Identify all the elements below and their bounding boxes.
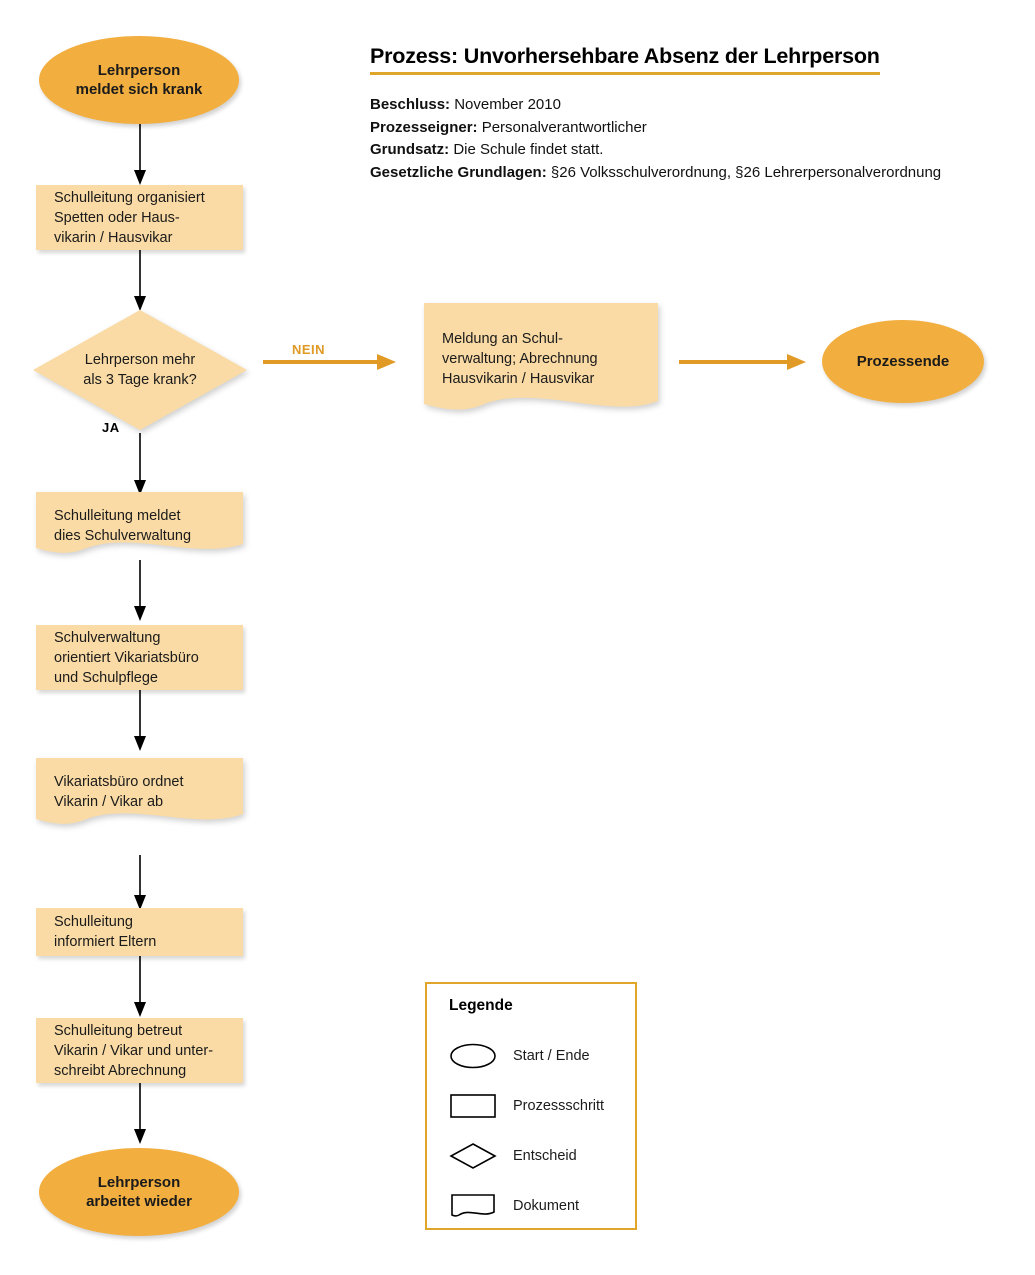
connector-meldung-to-prozessende xyxy=(679,352,807,372)
connector-vikariat-to-eltern xyxy=(131,855,149,911)
edge-label-nein: NEIN xyxy=(292,342,326,357)
process-header: Prozess: Unvorhersehbare Absenz der Lehr… xyxy=(370,44,1020,184)
connector-eltern-to-betreut xyxy=(131,956,149,1018)
meta-key: Gesetzliche Grundlagen: xyxy=(370,163,547,181)
legend-title: Legende xyxy=(449,997,513,1014)
diamond-shape xyxy=(33,310,247,430)
node-label: Meldung an Schul- verwaltung; Abrechnung… xyxy=(442,331,598,387)
node-label: Lehrperson mehr als 3 Tage krank? xyxy=(83,352,197,388)
meta-row-prozesseigner: Prozesseigner: Personalverantwortlicher xyxy=(370,117,1020,140)
meta-key: Prozesseigner: xyxy=(370,118,478,136)
document-shape xyxy=(36,758,243,824)
node-schulleitung-betreut-vikarin-vikar[interactable]: Schulleitung betreut Vikarin / Vikar und… xyxy=(36,1018,243,1083)
connector-meldet-to-orientiert xyxy=(131,560,149,622)
meta-value: Die Schule findet statt. xyxy=(449,141,604,158)
node-schulleitung-meldet-dies-schulverwaltung[interactable]: Schulleitung meldet dies Schulverwaltung xyxy=(36,492,243,557)
legend-item-prozessschritt: Prozessschritt xyxy=(449,1092,604,1120)
diamond-icon xyxy=(449,1142,497,1170)
legend-label: Dokument xyxy=(513,1198,580,1214)
node-meldung-an-schulverwaltung-abrechnung[interactable]: Meldung an Schul- verwaltung; Abrechnung… xyxy=(424,303,658,419)
node-label: Lehrperson meldet sich krank xyxy=(75,62,203,98)
document-shape xyxy=(424,303,658,410)
node-label: Schulleitung organisiert Spetten oder Ha… xyxy=(54,189,205,246)
legend-item-start-ende: Start / Ende xyxy=(449,1042,590,1070)
legend-label: Start / Ende xyxy=(513,1048,590,1064)
node-end-lehrperson-arbeitet-wieder[interactable]: Lehrperson arbeitet wieder xyxy=(39,1148,239,1236)
meta-value: November 2010 xyxy=(450,96,561,113)
document-shape xyxy=(36,492,243,553)
connector-step1-to-decision xyxy=(131,250,149,312)
meta-row-grundsatz: Grundsatz: Die Schule findet statt. xyxy=(370,139,1020,162)
meta-key: Beschluss: xyxy=(370,96,451,113)
node-prozessende[interactable]: Prozessende xyxy=(822,320,984,403)
rectangle-icon xyxy=(449,1092,497,1120)
meta-value: §26 Volksschulverordnung, §26 Lehrerpers… xyxy=(546,163,942,181)
node-label: Prozessende xyxy=(856,353,950,370)
connector-betreut-to-end xyxy=(131,1083,149,1145)
node-label: Schulverwaltung orientiert Vikariatsbüro… xyxy=(54,629,199,686)
node-schulleitung-organisiert-spetten[interactable]: Schulleitung organisiert Spetten oder Ha… xyxy=(36,185,243,250)
node-label: Schulleitung informiert Eltern xyxy=(54,914,157,950)
meta-key: Grundsatz: xyxy=(370,141,450,158)
node-label: Schulleitung betreut Vikarin / Vikar und… xyxy=(54,1022,214,1079)
node-label: Schulleitung meldet dies Schulverwaltung xyxy=(54,508,192,544)
connector-decision-to-meldet xyxy=(131,433,149,495)
edge-label-ja: JA xyxy=(102,420,120,435)
legend-item-entscheid: Entscheid xyxy=(449,1142,577,1170)
page-title: Prozess: Unvorhersehbare Absenz der Lehr… xyxy=(370,44,880,75)
ellipse-icon xyxy=(449,1042,497,1070)
connector-start-to-step1 xyxy=(131,124,149,186)
node-label: Vikariatsbüro ordnet Vikarin / Vikar ab xyxy=(54,774,184,810)
connector-orientiert-to-vikariat xyxy=(131,690,149,752)
legend-item-dokument: Dokument xyxy=(449,1192,579,1220)
meta-value: Personalverantwortlicher xyxy=(477,118,647,136)
document-icon xyxy=(449,1192,497,1220)
meta-row-grundlagen: Gesetzliche Grundlagen: §26 Volksschulve… xyxy=(370,162,1020,185)
legend-box: Legende Start / Ende Prozessschritt xyxy=(425,982,637,1230)
node-vikariatsbuero-ordnet-vikarin-vikar-ab[interactable]: Vikariatsbüro ordnet Vikarin / Vikar ab xyxy=(36,758,243,828)
process-metadata: Beschluss: November 2010 Prozesseigner: … xyxy=(370,94,1020,184)
connector-decision-to-meldung-nein xyxy=(263,352,397,372)
node-schulleitung-informiert-eltern[interactable]: Schulleitung informiert Eltern xyxy=(36,908,243,956)
node-start-lehrperson-meldet-sich-krank[interactable]: Lehrperson meldet sich krank xyxy=(39,36,239,124)
node-schulverwaltung-orientiert-vikariatsbuero[interactable]: Schulverwaltung orientiert Vikariatsbüro… xyxy=(36,625,243,690)
legend-label: Prozessschritt xyxy=(513,1098,605,1114)
legend-label: Entscheid xyxy=(513,1148,577,1164)
node-decision-lehrperson-mehr-als-3-tage-krank[interactable]: Lehrperson mehr als 3 Tage krank? xyxy=(33,310,247,430)
node-label: Lehrperson arbeitet wieder xyxy=(86,1174,192,1210)
meta-row-beschluss: Beschluss: November 2010 xyxy=(370,94,1020,117)
